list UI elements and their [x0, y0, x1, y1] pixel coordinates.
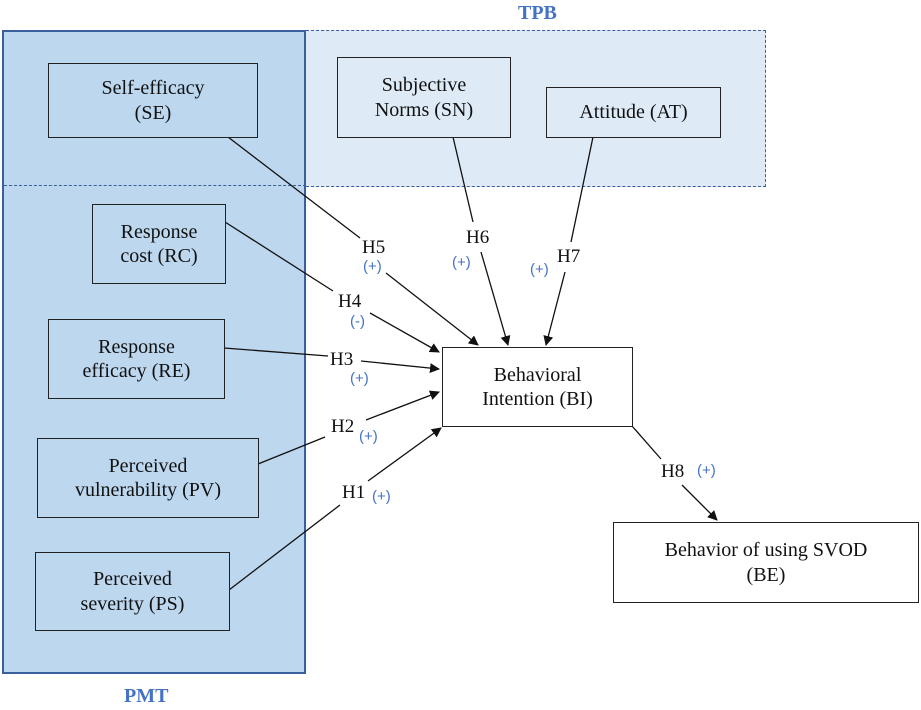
- edge-h2-b: [365, 390, 440, 421]
- label-h2: H2: [331, 416, 355, 437]
- edge-h8-a: [631, 425, 662, 460]
- sign-h8: (+): [697, 462, 716, 479]
- node-at-line1: Attitude (AT): [579, 101, 688, 124]
- node-be-line2: (BE): [746, 563, 786, 586]
- node-pv-line1: Perceived: [108, 454, 188, 477]
- edge-h4-b: [369, 312, 440, 353]
- tpb-label: TPB: [518, 2, 557, 24]
- tpb-boundary-line: [4, 185, 306, 186]
- edge-h1-b: [367, 427, 442, 482]
- sign-h1: (+): [372, 488, 391, 505]
- node-rc-line1: Response: [120, 220, 198, 243]
- node-rc-line2: cost (RC): [120, 245, 198, 267]
- node-se-line2: (SE): [134, 101, 172, 124]
- node-re-line1: Response: [98, 335, 175, 358]
- node-behavior-svod: Behavior of using SVOD(BE): [613, 522, 919, 603]
- sign-h5: (+): [363, 258, 382, 275]
- edge-h6-b: [480, 251, 511, 346]
- tpb-boundary-top: [4, 30, 306, 31]
- edge-h5-b: [385, 272, 479, 346]
- node-pv-line2: vulnerability (PV): [74, 479, 222, 501]
- pmt-label: PMT: [124, 685, 169, 707]
- sign-h7: (+): [530, 261, 549, 278]
- node-se-line1: Self-efficacy: [101, 77, 205, 100]
- edge-h7-b: [543, 271, 566, 346]
- label-h6: H6: [466, 227, 490, 248]
- sign-h4: (-): [350, 313, 365, 330]
- label-h1: H1: [342, 482, 366, 503]
- label-h5: H5: [362, 237, 386, 258]
- node-ps-line2: severity (PS): [80, 592, 185, 615]
- node-ps-line1: Perceived: [93, 568, 172, 591]
- sign-h2: (+): [359, 428, 378, 445]
- edge-h3-b: [360, 360, 440, 374]
- node-sn-line1: Subjective: [381, 74, 467, 97]
- label-h3: H3: [330, 349, 354, 370]
- node-sn-line2: Norms (SN): [374, 98, 474, 121]
- node-bi-line1: Behavioral: [493, 363, 582, 386]
- sign-h6: (+): [452, 254, 471, 271]
- node-attitude: Attitude (AT): [546, 87, 721, 138]
- node-self-efficacy: Self-efficacy(SE): [48, 63, 258, 138]
- edge-h8-b: [681, 484, 718, 521]
- label-h8: H8: [661, 461, 685, 482]
- node-bi-line2: Intention (BI): [482, 388, 593, 410]
- label-h4: H4: [338, 291, 362, 312]
- node-be-line1: Behavior of using SVOD: [664, 539, 868, 562]
- label-h7: H7: [557, 246, 581, 267]
- node-re-line2: efficacy (RE): [82, 360, 191, 382]
- sign-h3: (+): [350, 370, 369, 387]
